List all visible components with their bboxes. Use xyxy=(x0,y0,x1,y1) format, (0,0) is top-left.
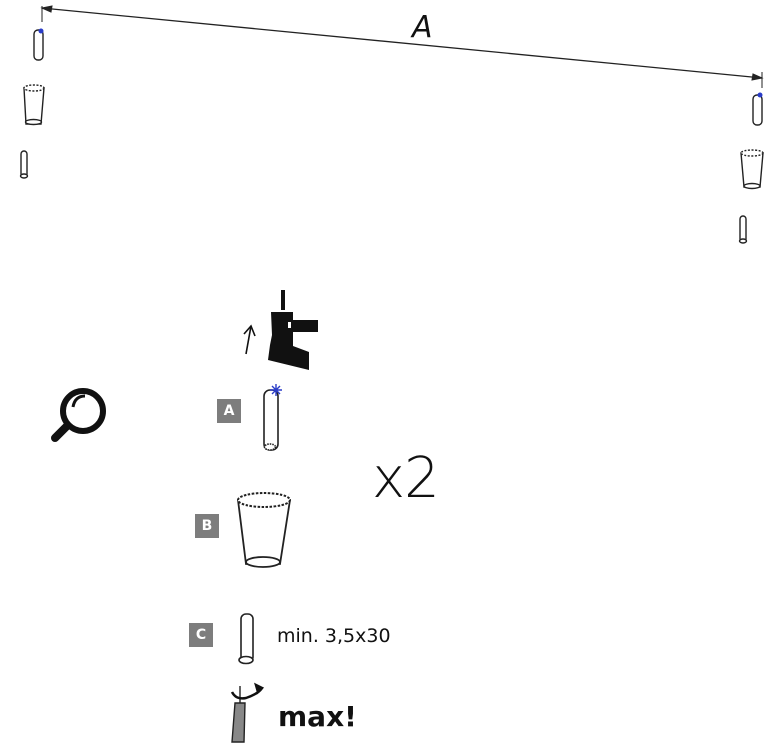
left-screw xyxy=(19,150,29,179)
quantity-label: x2 xyxy=(372,446,440,511)
right-plug xyxy=(740,149,764,190)
dimension-line xyxy=(40,5,764,88)
badge-part-a: A xyxy=(217,399,241,423)
left-plug xyxy=(23,84,45,126)
right-dowel xyxy=(752,92,763,126)
magnifier-icon xyxy=(51,388,106,442)
rotate-arrow-icon xyxy=(230,682,265,700)
left-dowel xyxy=(33,28,44,61)
arrow-up-icon xyxy=(243,324,256,355)
right-screw xyxy=(738,215,748,244)
tighten-label: max! xyxy=(278,700,357,733)
part-a-dowel xyxy=(263,384,282,451)
part-b-plug xyxy=(236,492,292,568)
screw-spec: min. 3,5x30 xyxy=(277,625,391,647)
dimension-label: A xyxy=(412,10,433,45)
badge-part-b: B xyxy=(195,514,219,538)
part-c-screw xyxy=(238,613,254,665)
badge-part-c: C xyxy=(189,623,213,647)
screwdriver-icon xyxy=(231,686,246,743)
drill-icon xyxy=(268,290,318,370)
